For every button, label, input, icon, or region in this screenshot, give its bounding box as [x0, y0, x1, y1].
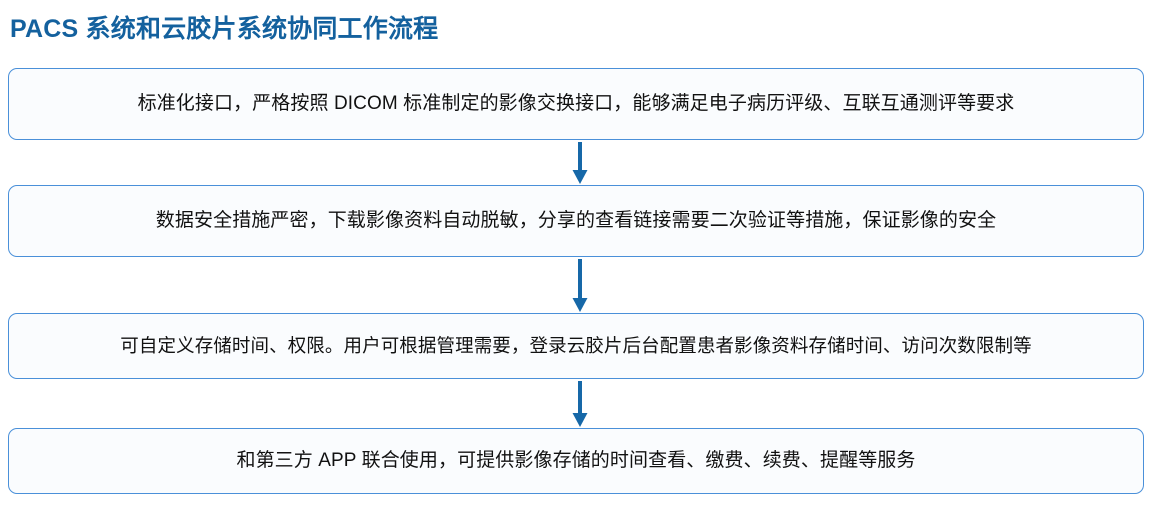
down-arrow-icon [570, 259, 590, 312]
down-arrow-icon [570, 381, 590, 427]
flow-step-box-2: 数据安全措施严密，下载影像资料自动脱敏，分享的查看链接需要二次验证等措施，保证影… [8, 185, 1144, 257]
flow-step-text-2: 数据安全措施严密，下载影像资料自动脱敏，分享的查看链接需要二次验证等措施，保证影… [155, 210, 997, 231]
flow-step-text-4: 和第三方 APP 联合使用，可提供影像存储的时间查看、缴费、续费、提醒等服务 [236, 450, 916, 471]
flow-step-box-3: 可自定义存储时间、权限。用户可根据管理需要，登录云胶片后台配置患者影像资料存储时… [8, 313, 1144, 379]
page-title: PACS 系统和云胶片系统协同工作流程 [10, 15, 439, 43]
down-arrow-icon [570, 142, 590, 184]
flow-step-box-4: 和第三方 APP 联合使用，可提供影像存储的时间查看、缴费、续费、提醒等服务 [8, 428, 1144, 494]
flow-step-text-1: 标准化接口，严格按照 DICOM 标准制定的影像交换接口，能够满足电子病历评级、… [137, 93, 1015, 114]
flow-step-text-3: 可自定义存储时间、权限。用户可根据管理需要，登录云胶片后台配置患者影像资料存储时… [120, 335, 1032, 356]
flow-step-box-1: 标准化接口，严格按照 DICOM 标准制定的影像交换接口，能够满足电子病历评级、… [8, 68, 1144, 140]
